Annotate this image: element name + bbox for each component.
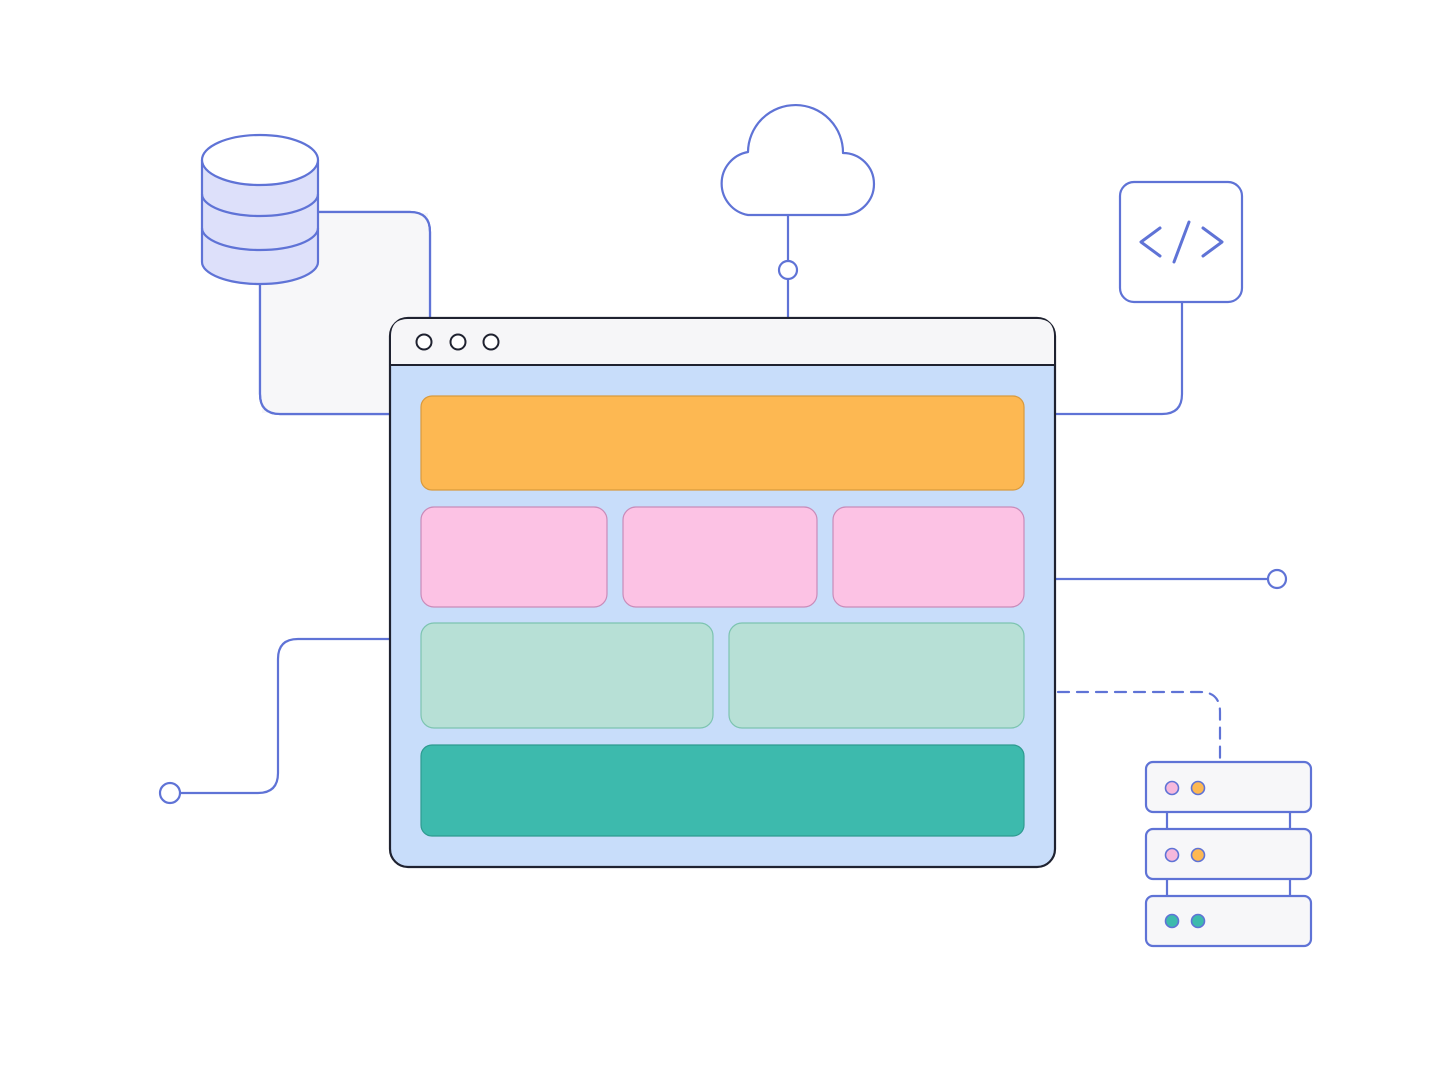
window-control-dot-2[interactable] (449, 333, 467, 351)
window-titlebar (391, 319, 1054, 365)
connector-server-dashed (1056, 690, 1222, 762)
server-stack-icon (1144, 760, 1313, 948)
connector-left-endpoint (178, 637, 392, 795)
database-icon (200, 133, 320, 286)
status-light-orange (1190, 780, 1206, 796)
status-light-pink (1164, 847, 1180, 863)
status-light-orange (1190, 847, 1206, 863)
card-block-3 (832, 506, 1025, 608)
status-light-pink (1164, 780, 1180, 796)
card-block-2 (622, 506, 818, 608)
server-unit-2 (1144, 827, 1313, 881)
card-block-1 (420, 506, 608, 608)
server-unit-1 (1144, 760, 1313, 814)
status-light-teal (1190, 913, 1206, 929)
cloud-node-dot (777, 259, 799, 281)
content-block-right (728, 622, 1025, 729)
connector-code-to-window (1054, 300, 1184, 416)
cloud-icon (720, 103, 876, 217)
left-endpoint-dot (158, 781, 182, 805)
browser-window (388, 316, 1057, 869)
status-light-teal (1164, 913, 1180, 929)
code-brackets-icon (1118, 180, 1244, 304)
window-control-dot-3[interactable] (482, 333, 500, 351)
right-endpoint-dot (1266, 568, 1288, 590)
window-control-dot-1[interactable] (415, 333, 433, 351)
server-unit-3 (1144, 894, 1313, 948)
footer-block (420, 744, 1025, 837)
content-block-left (420, 622, 714, 729)
database-panel-edges (258, 210, 432, 416)
header-block (420, 395, 1025, 491)
